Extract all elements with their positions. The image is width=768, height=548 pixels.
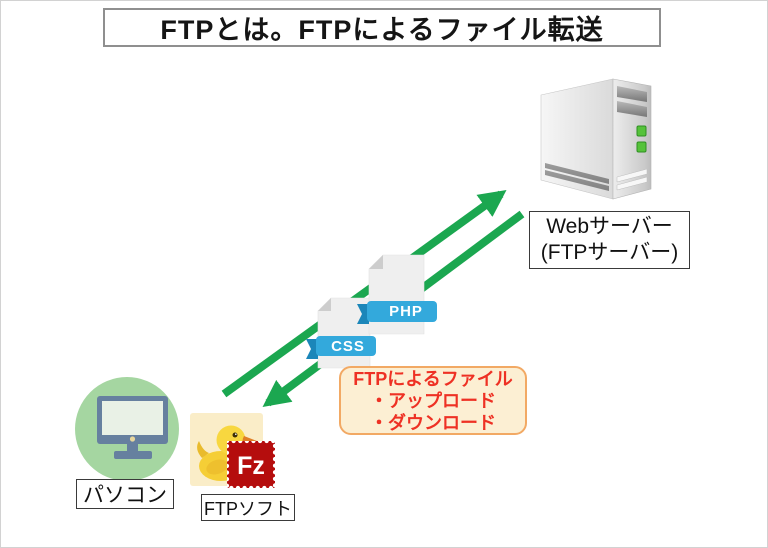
note-line: ・アップロード (370, 390, 496, 411)
filezilla-monogram: Fz (237, 452, 265, 480)
server-side-vent (545, 170, 609, 191)
pc-label: パソコン (76, 479, 174, 509)
php-file-icon: PHP (357, 254, 437, 335)
ftp-software-label-text: FTPソフト (204, 498, 292, 519)
server-label-line1: Webサーバー (546, 215, 673, 238)
monitor-icon (97, 396, 168, 459)
server-drive-bay (617, 86, 647, 102)
note-line: ・ダウンロード (370, 412, 496, 433)
pc-label-text: パソコン (83, 484, 167, 507)
server-drive-bay (617, 101, 647, 117)
filezilla-icon: Fz (227, 441, 275, 488)
ftp-note: FTPによるファイル ・アップロード ・ダウンロード (339, 366, 527, 435)
server-led (636, 141, 647, 153)
server-side-vent (545, 163, 609, 184)
server-led (636, 125, 647, 137)
pc-icon (75, 377, 179, 481)
server-label-line2: (FTPサーバー) (540, 241, 679, 264)
css-ribbon-label: CSS (331, 338, 365, 355)
server-front-vent (616, 176, 648, 191)
diagram-title: FTPとは。FTPによるファイル転送 (103, 8, 661, 47)
server-front-vent (616, 168, 648, 183)
ftp-software-label: FTPソフト (201, 494, 295, 521)
php-ribbon-label: PHP (389, 303, 423, 320)
server-icon (540, 78, 652, 200)
server-label: Webサーバー (FTPサーバー) (529, 211, 690, 269)
note-line: FTPによるファイル (353, 368, 513, 389)
